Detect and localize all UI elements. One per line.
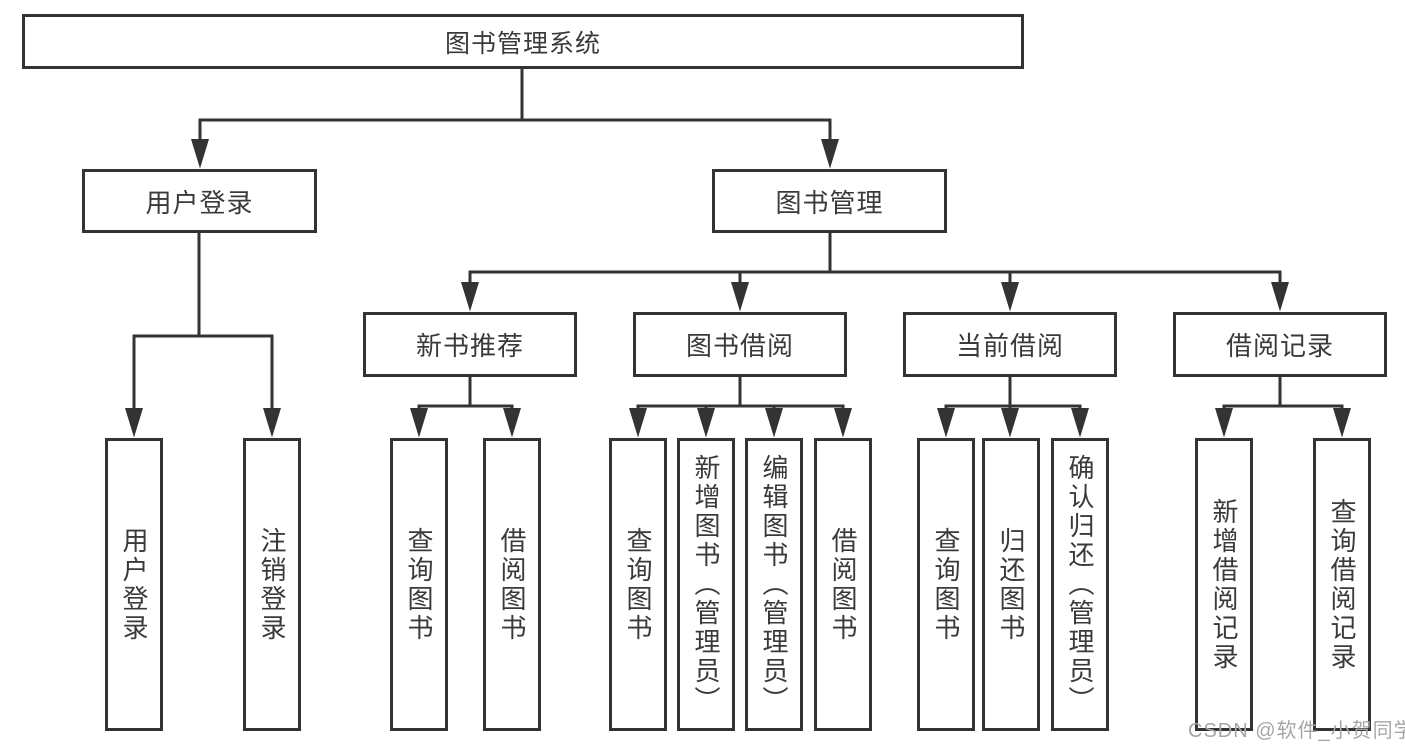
node-book-borrow: 图书借阅 — [633, 312, 847, 377]
leaf-logout: 注销登录 — [243, 438, 301, 731]
leaf-label: 编辑图书（管理员） — [759, 454, 789, 715]
leaf-br-add-record: 新增借阅记录 — [1195, 438, 1253, 731]
leaf-label: 借阅图书 — [828, 526, 858, 643]
leaf-cb-query-books: 查询图书 — [917, 438, 975, 731]
leaf-label: 新增借阅记录 — [1209, 497, 1239, 672]
leaf-label: 用户登录 — [119, 526, 149, 643]
node-label: 图书管理 — [775, 187, 884, 218]
leaf-nbr-query-books: 查询图书 — [390, 438, 448, 731]
leaf-label: 查询图书 — [931, 526, 961, 643]
node-user-login: 用户登录 — [82, 169, 317, 233]
node-label: 借阅记录 — [1225, 331, 1334, 361]
leaf-bb-edit-books-admin: 编辑图书（管理员） — [745, 438, 803, 731]
node-label: 用户登录 — [145, 187, 254, 218]
node-borrow-records: 借阅记录 — [1173, 312, 1387, 377]
leaf-bb-borrow-books: 借阅图书 — [814, 438, 872, 731]
leaf-label: 归还图书 — [996, 526, 1026, 643]
watermark: CSDN @软件_小贺同学 — [1188, 720, 1405, 742]
node-current-borrow: 当前借阅 — [903, 312, 1117, 377]
leaf-br-query-record: 查询借阅记录 — [1313, 438, 1371, 731]
node-label: 图书管理系统 — [444, 29, 601, 58]
leaf-label: 查询图书 — [623, 526, 653, 643]
node-new-book-recommend: 新书推荐 — [363, 312, 577, 377]
node-label: 新书推荐 — [415, 331, 524, 361]
leaf-bb-add-books-admin: 新增图书（管理员） — [677, 438, 735, 731]
leaf-label: 注销登录 — [257, 526, 287, 643]
leaf-nbr-borrow-books: 借阅图书 — [483, 438, 541, 731]
leaf-user-login: 用户登录 — [105, 438, 163, 731]
node-label: 当前借阅 — [955, 331, 1064, 361]
node-label: 图书借阅 — [685, 331, 794, 361]
leaf-cb-return-books: 归还图书 — [982, 438, 1040, 731]
leaf-label: 查询图书 — [404, 526, 434, 643]
leaf-bb-query-books: 查询图书 — [609, 438, 667, 731]
node-book-mgmt: 图书管理 — [712, 169, 947, 233]
leaf-label: 新增图书（管理员） — [691, 454, 721, 715]
leaf-cb-confirm-return-admin: 确认归还（管理员） — [1051, 438, 1109, 731]
leaf-label: 查询借阅记录 — [1327, 497, 1357, 672]
leaf-label: 借阅图书 — [497, 526, 527, 643]
node-root: 图书管理系统 — [22, 14, 1024, 69]
leaf-label: 确认归还（管理员） — [1065, 454, 1095, 715]
